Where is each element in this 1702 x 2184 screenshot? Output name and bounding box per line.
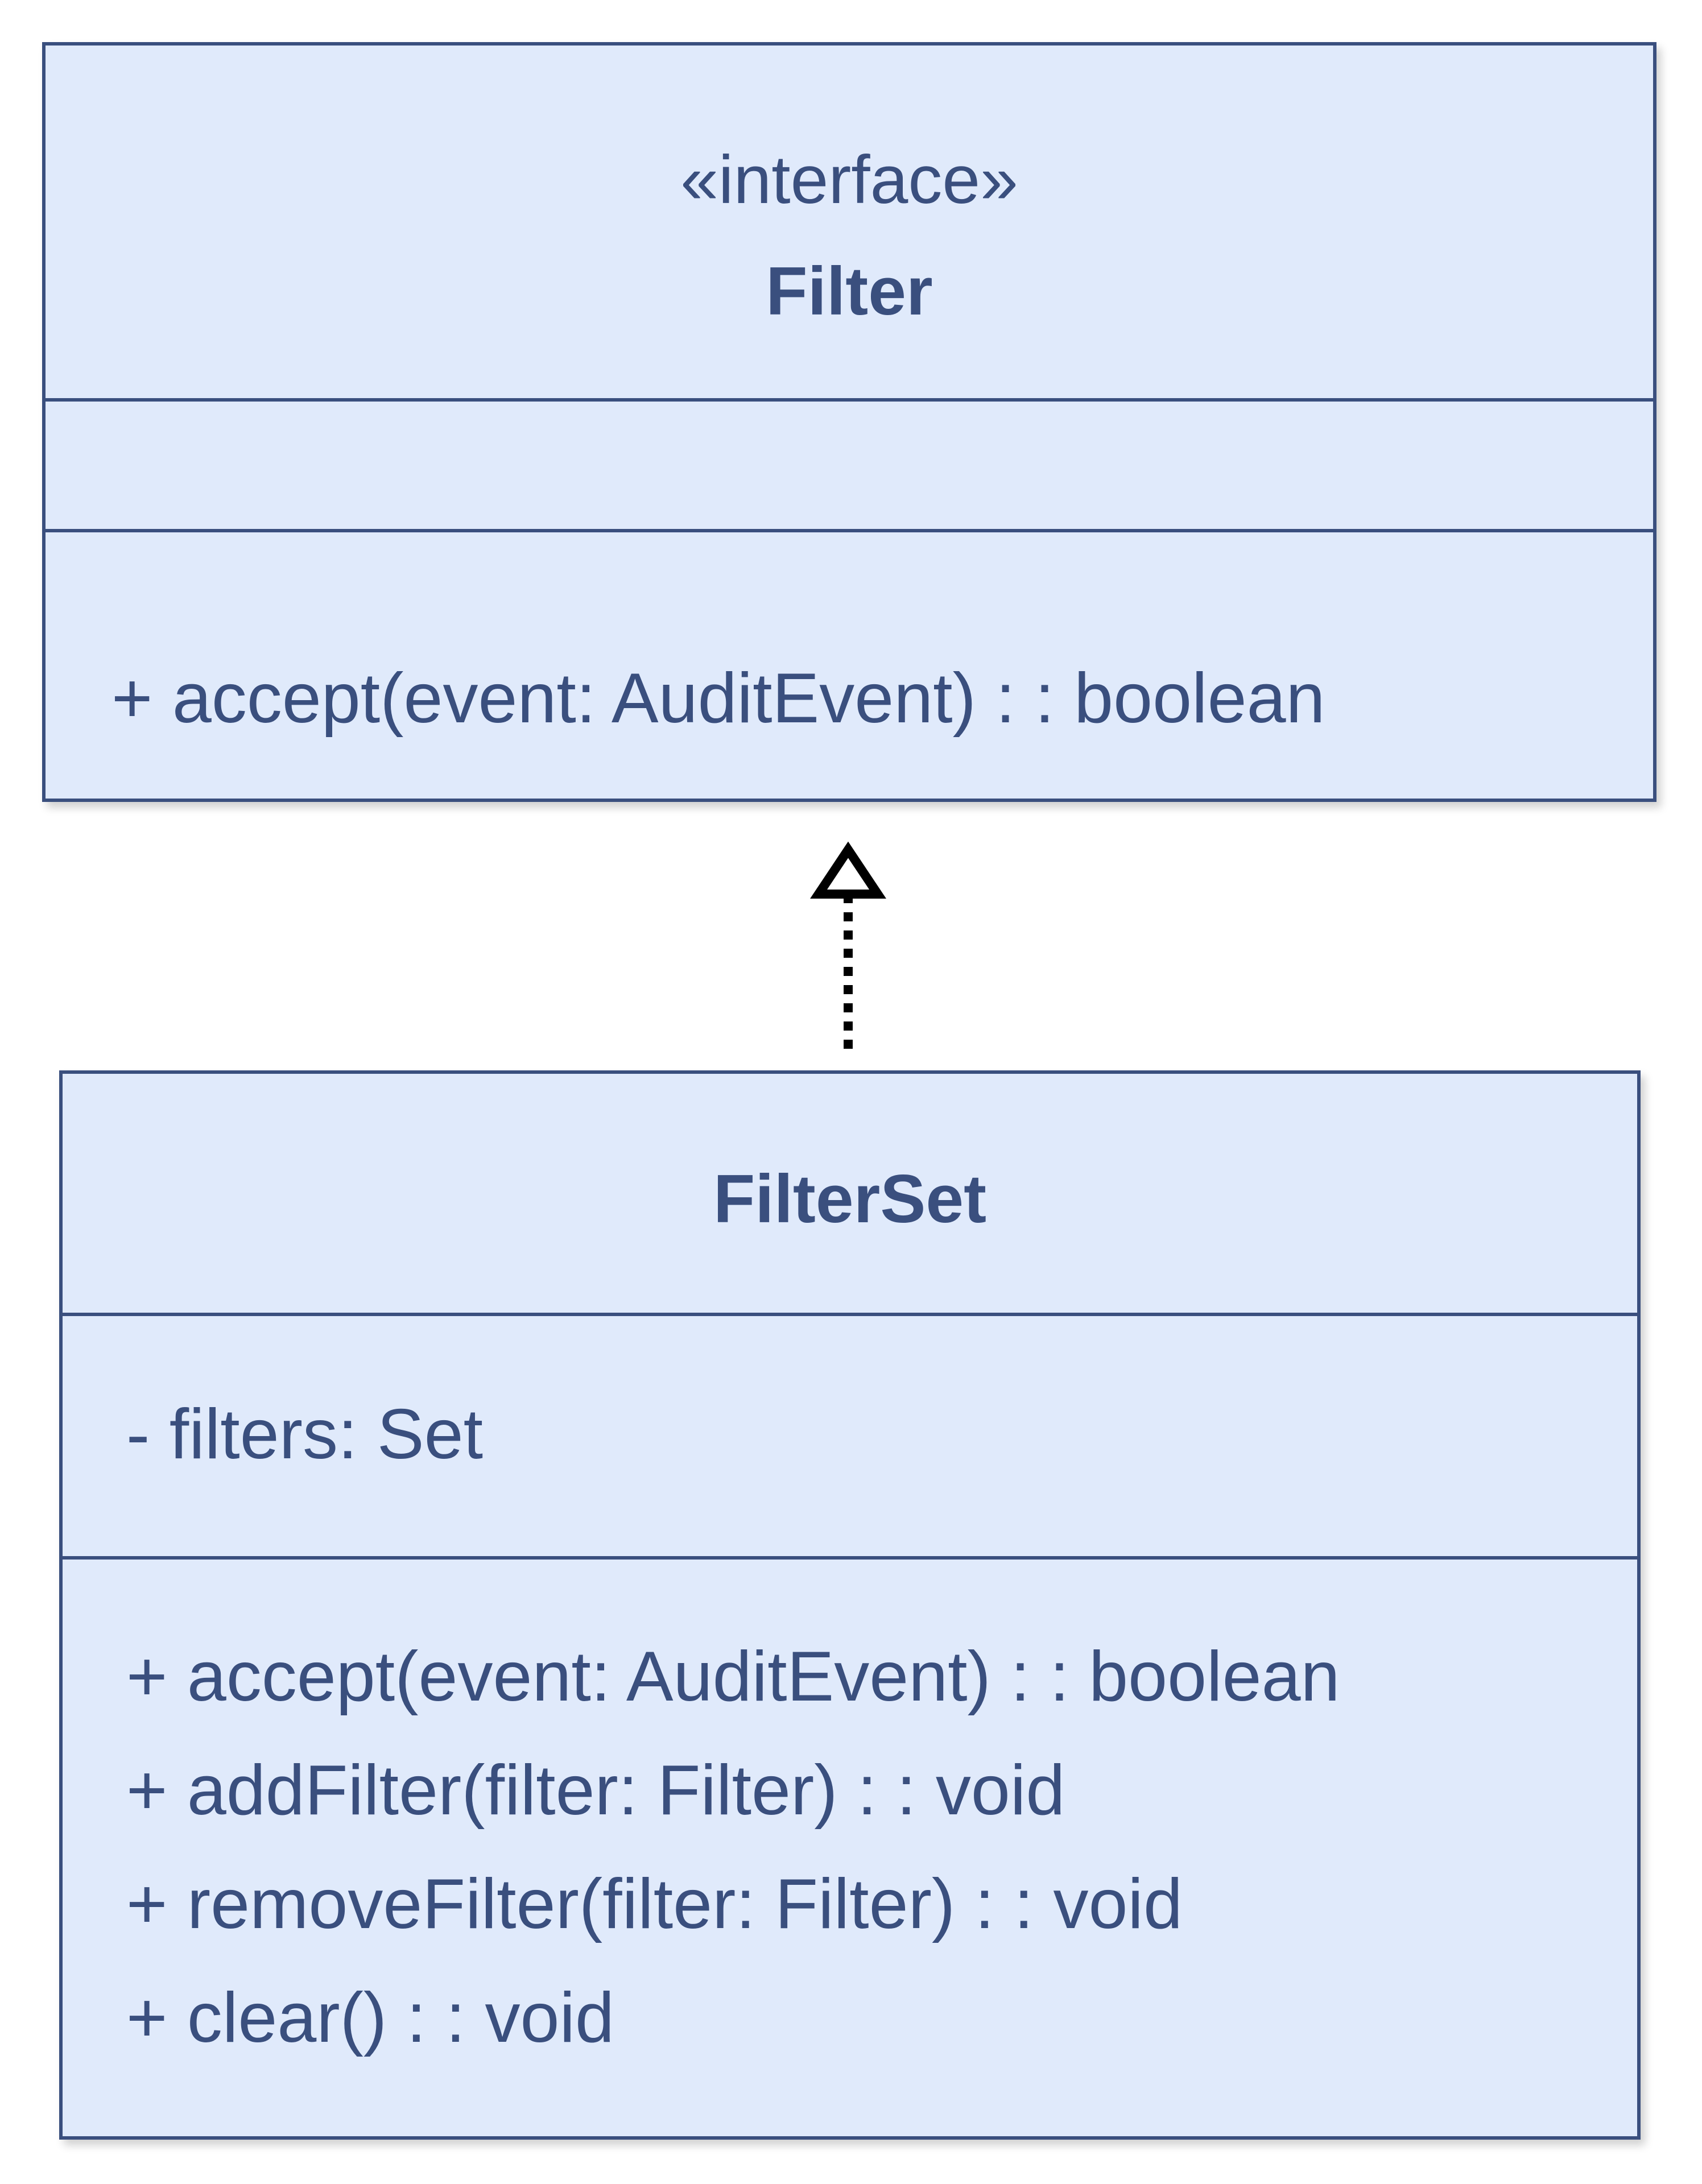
realization-hollow-triangle-icon: [810, 841, 886, 899]
filterset-attribute-filters: - filters: Set: [126, 1395, 484, 1474]
filter-stereotype: «interface»: [680, 142, 1018, 218]
filter-name-divider: [46, 398, 1653, 402]
filterset-operations-compartment: + accept(event: AuditEvent) : : boolean …: [63, 1560, 1637, 2136]
filter-class-name: Filter: [766, 253, 933, 329]
filterset-operation-removefilter: + removeFilter(filter: Filter) : : void: [126, 1865, 1183, 1943]
filterset-class[interactable]: FilterSet - filters: Set + accept(event:…: [59, 1070, 1641, 2140]
filterset-attributes-divider: [63, 1556, 1637, 1560]
filterset-operation-clear: + clear() : : void: [126, 1979, 614, 2057]
filter-interface-class[interactable]: «interface» Filter + accept(event: Audit…: [42, 42, 1656, 802]
filterset-name-divider: [63, 1313, 1637, 1316]
filter-attributes-divider: [46, 529, 1653, 532]
filterset-attributes-compartment: - filters: Set: [63, 1316, 1637, 1556]
filter-operations-compartment: + accept(event: AuditEvent) : : boolean: [46, 532, 1653, 799]
filter-operation-accept: + accept(event: AuditEvent) : : boolean: [111, 659, 1325, 738]
filterset-operation-addfilter: + addFilter(filter: Filter) : : void: [126, 1751, 1065, 1830]
filterset-operation-accept: + accept(event: AuditEvent) : : boolean: [126, 1637, 1340, 1716]
filterset-class-name: FilterSet: [713, 1161, 987, 1237]
